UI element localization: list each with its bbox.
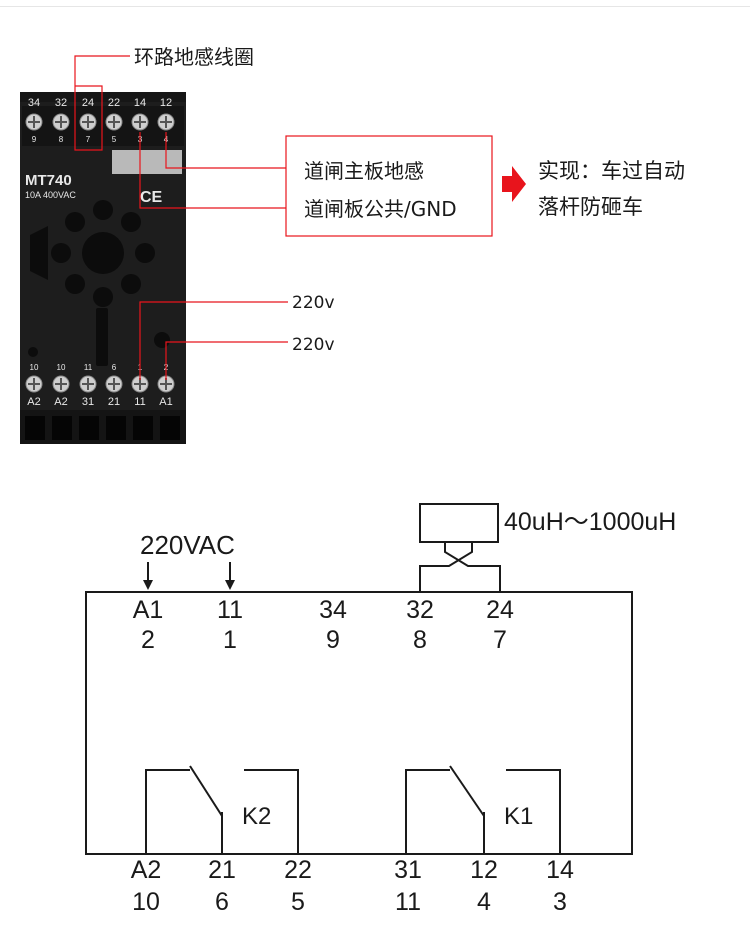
relay-k2-label: K2 [242,803,271,830]
supply-label-1: 220v [292,293,335,313]
schematic-bottom-label: 14 [546,856,574,884]
top-terminal-number: 8 [59,135,64,144]
schematic-bottom-number: 6 [215,888,229,916]
top-terminal-label: 22 [108,97,120,109]
schematic-top-number: 8 [413,626,427,654]
top-terminal-number: 7 [86,135,91,144]
result-line-1: 实现：车过自动 [538,159,685,183]
inductance-range-label: 40uH～1000uH [504,508,676,536]
schematic-bottom-label: 31 [394,856,422,884]
bottom-terminal-label: 21 [108,396,120,408]
top-terminal-label: 12 [160,97,172,109]
bottom-terminal-label: A1 [159,396,172,408]
top-terminal-label: 24 [82,97,94,109]
schematic-top-label: 24 [486,596,514,624]
bottom-terminal-number: 10 [57,363,66,372]
schematic-bottom-number: 10 [132,888,160,916]
schematic-bottom-number: 5 [291,888,305,916]
supply-leader-2 [165,341,288,380]
supply-label-2: 220v [292,335,335,355]
bottom-terminal-label: A2 [27,396,40,408]
schematic-top-number: 9 [326,626,340,654]
bottom-terminal-label: 31 [82,396,94,408]
loop-coil-bracket [74,85,103,151]
schematic-top-label: 32 [406,596,434,624]
k2-common-wire [145,769,190,854]
relay-module: 34 32 24 22 14 12 9 8 7 5 3 4 MT740 10A … [20,92,186,444]
relay-rating: 10A 400VAC [25,190,76,200]
top-terminal-number: 9 [32,135,37,144]
schematic-bottom-label: 21 [208,856,236,884]
k1-switch-blade [449,765,485,817]
bottom-terminal-label: 11 [134,396,145,408]
label-box [285,135,493,237]
loop-coil-box [419,503,499,543]
bottom-terminal-number: 11 [84,363,93,372]
bottom-sockets [25,416,180,440]
bottom-terminal-number: 6 [112,363,117,372]
result-line-2: 落杆防砸车 [538,195,643,219]
coil-wire [468,565,501,592]
bottom-terminal-number: 10 [30,363,39,372]
schematic-bottom-label: 12 [470,856,498,884]
bottom-screw-terminals [25,375,175,393]
schematic-top-number: 1 [223,626,237,654]
wiring-schematic [85,503,633,855]
supply-voltage-label: 220VAC [140,530,235,560]
k1-common-wire [405,769,450,854]
schematic-top-number: 2 [141,626,155,654]
top-terminal-label: 32 [55,97,67,109]
schematic-bottom-label: A2 [131,856,162,884]
annotation-leaders [74,55,493,380]
octal-socket [28,200,170,366]
coil-wire [419,542,473,592]
loop-coil-leader [74,55,130,86]
schematic-bottom-number: 3 [553,888,567,916]
supply-leader-1 [139,301,288,380]
schematic-top-label: 34 [319,596,347,624]
schematic-enclosure [85,591,633,855]
gnd-leader [139,132,286,209]
schematic-bottom-label: 22 [284,856,312,884]
relay-model: MT740 [25,172,72,189]
top-divider [0,6,750,7]
top-terminal-number: 5 [112,135,117,144]
ce-mark: CE [140,189,163,206]
ground-sense-leader [165,132,286,169]
k1-contact-14 [506,769,561,854]
schematic-bottom-number: 11 [395,888,421,916]
top-terminal-label: 34 [28,97,40,109]
schematic-bottom-number: 4 [477,888,491,916]
label-patch [112,150,182,174]
k2-contact-22 [244,769,299,854]
schematic-top-label: A1 [133,596,164,624]
top-screw-terminals [25,113,175,131]
bottom-terminal-label: A2 [54,396,67,408]
relay-k1-label: K1 [504,803,533,830]
schematic-top-number: 7 [493,626,507,654]
top-terminal-label: 14 [134,97,146,109]
loop-coil-label: 环路地感线圈 [134,45,254,69]
box-line-1: 道闸主板地感 [304,159,424,183]
arrow-down-icon [225,580,235,590]
schematic-top-label: 11 [217,596,243,624]
k2-switch-blade [189,765,223,817]
arrow-down-icon [143,580,153,590]
arrow-right-icon [502,166,526,202]
box-line-2: 道闸板公共/GND [304,197,457,221]
